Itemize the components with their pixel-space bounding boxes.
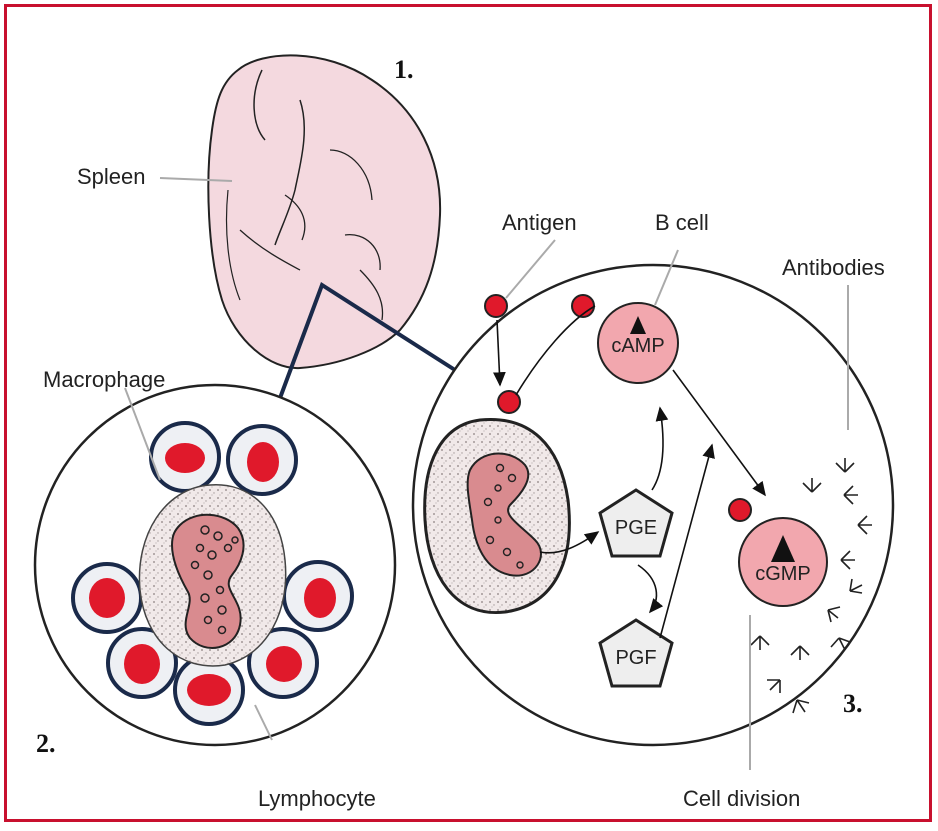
label-pge: PGE [615, 517, 657, 539]
step-3-number: 3. [843, 689, 863, 718]
step-2-number: 2. [36, 729, 56, 758]
lymphocyte [73, 564, 141, 632]
label-cgmp: cGMP [755, 563, 811, 585]
cell-cgmp [739, 518, 827, 606]
lymphocyte [151, 423, 219, 491]
label-cell-division: Cell division [683, 786, 800, 811]
label-spleen: Spleen [77, 164, 146, 189]
label-antigen: Antigen [502, 210, 577, 235]
label-pgf: PGF [615, 647, 656, 669]
label-lymphocyte: Lymphocyte [258, 786, 376, 811]
label-macrophage: Macrophage [43, 367, 165, 392]
label-antibodies: Antibodies [782, 255, 885, 280]
lymphocyte [228, 426, 296, 494]
spleen-organ [208, 55, 440, 368]
antigen-particle [485, 295, 507, 317]
step-1-number: 1. [394, 55, 414, 84]
lymphocyte [284, 562, 352, 630]
macrophage-cell-right [425, 419, 570, 612]
label-camp: cAMP [611, 335, 664, 357]
label-b-cell: B cell [655, 210, 709, 235]
antigen-particle [729, 499, 751, 521]
macrophage-cell [139, 485, 285, 666]
